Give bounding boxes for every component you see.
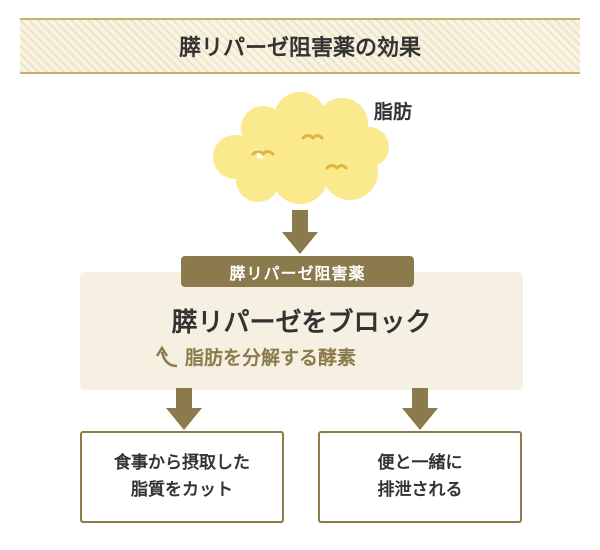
down-arrow-left-icon <box>166 388 202 430</box>
result-cut-line1: 食事から摂取した <box>114 452 250 473</box>
enzyme-note-row: 脂肪を分解する酵素 <box>155 343 356 370</box>
curved-arrow-icon <box>155 345 178 367</box>
inhibitor-tag: 膵リパーゼ阻害薬 <box>181 256 414 287</box>
result-box-excrete: 便と一緒に 排泄される <box>318 431 522 523</box>
enzyme-note: 脂肪を分解する酵素 <box>185 347 357 369</box>
fat-label: 脂肪 <box>374 101 413 123</box>
result-excrete-line1: 便と一緒に <box>377 452 463 473</box>
fat-cloud-icon <box>213 92 389 204</box>
result-excrete-line2: 排泄される <box>377 480 463 500</box>
title-bar: 膵リパーゼ阻害薬の効果 <box>20 18 580 74</box>
result-box-cut: 食事から摂取した 脂質をカット <box>80 431 284 523</box>
down-arrow-right-icon <box>402 388 438 430</box>
inhibitor-panel <box>80 272 523 390</box>
down-arrow-icon <box>282 210 318 254</box>
page-title: 膵リパーゼ阻害薬の効果 <box>178 36 421 61</box>
action-text: 膵リパーゼをブロック <box>171 308 432 338</box>
result-cut-line2: 脂質をカット <box>131 480 233 500</box>
